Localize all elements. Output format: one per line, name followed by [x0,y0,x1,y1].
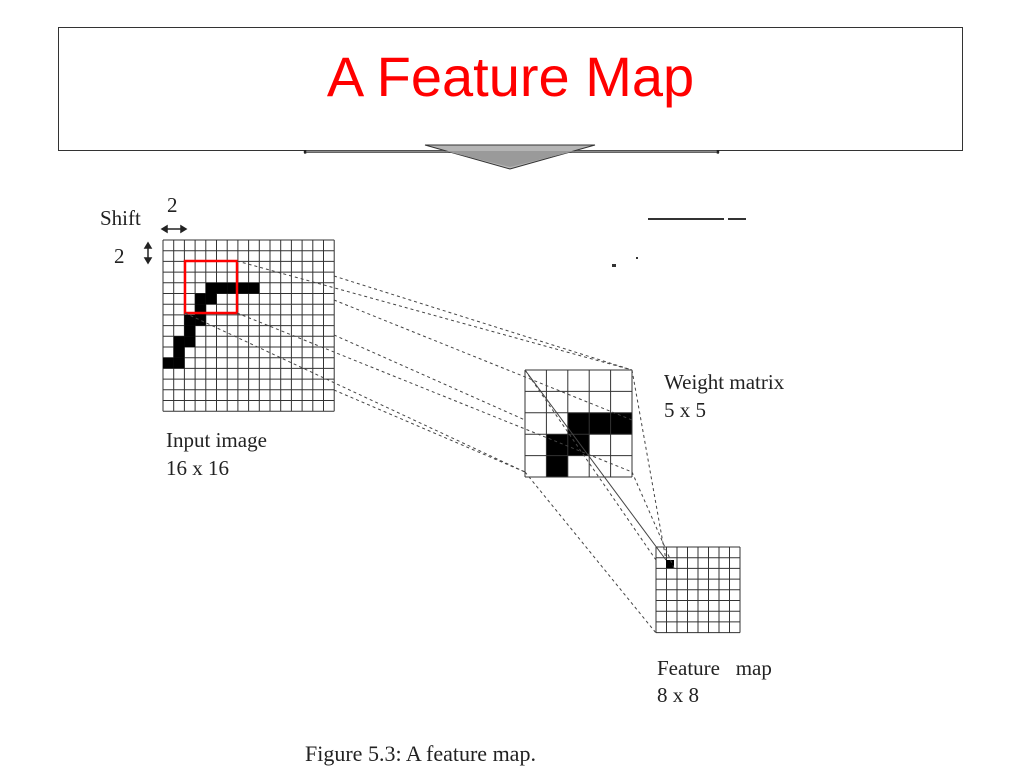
shift-arrows [143,224,188,265]
projection-line [333,389,526,473]
input-image-label: Input image [166,428,267,452]
weight-cell [546,434,568,456]
projection-line [184,312,526,473]
input-pixel [173,336,185,347]
feature-map-active-cell [666,560,674,568]
projection-line [333,334,526,421]
feature-map-grid [655,546,741,634]
shift-horizontal-value: 2 [167,193,178,217]
weight-cell [546,455,568,477]
input-pixel [205,293,217,305]
input-pixel [227,282,238,294]
chevron-down-icon [424,144,596,170]
projection-line [333,299,633,421]
input-pixel [195,304,206,315]
figure-caption: Figure 5.3: A feature map. [305,741,536,766]
weight-cell [589,412,611,435]
projection-line [236,260,633,371]
receptive-field-highlight [183,259,239,315]
input-pixel [163,357,174,369]
input-image-size: 16 x 16 [166,456,229,480]
scan-artifacts [612,218,746,267]
weight-to-feature-lines [524,369,675,634]
projection-line [236,312,633,473]
input-pixel [184,314,196,326]
weight-cell [567,412,590,435]
input-pixel [173,357,185,369]
slide-title: A Feature Map [326,45,695,108]
input-pixel [205,282,217,294]
projection-line [333,275,633,371]
input-pixel [184,336,196,347]
title-box: A Feature Map [58,27,963,151]
input-image-pattern [163,282,260,369]
projection-lines [184,260,633,473]
weight-matrix-label: Weight matrix [664,370,785,394]
shift-vertical-value: 2 [114,244,125,268]
input-pixel [195,314,206,326]
feature-map-size: 8 x 8 [657,683,699,707]
weight-cell [610,412,632,435]
input-pixel [184,325,196,337]
feature-map-label: Feature map [657,656,772,680]
input-pixel [195,293,206,305]
input-pixel [237,282,249,294]
input-pixel [248,282,260,294]
input-pixel [216,282,228,294]
weight-matrix-size: 5 x 5 [664,398,706,422]
input-pixel [173,347,185,358]
shift-label: Shift [100,206,141,230]
